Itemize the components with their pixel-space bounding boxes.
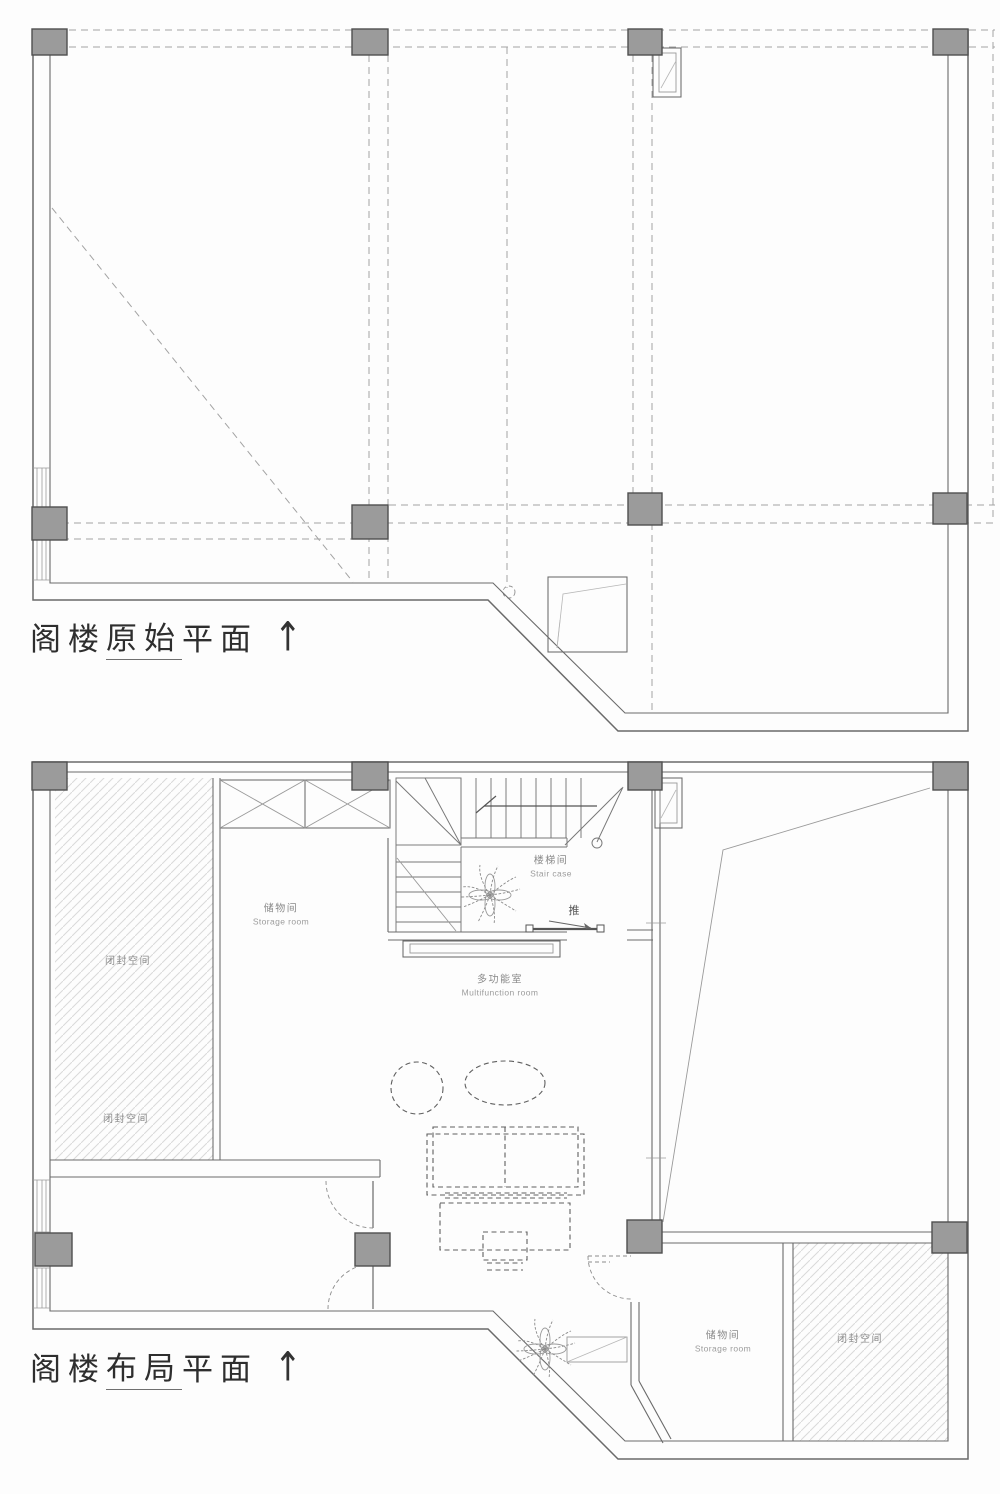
room-label-storage-top: 储物间 Storage room [253, 903, 309, 926]
plant-bottom [514, 1318, 576, 1379]
north-arrow-icon: ↑ [274, 612, 302, 661]
room-label-text-en: Stair case [530, 867, 572, 878]
left-wall-window-lower [33, 1267, 50, 1309]
sofa [426, 1126, 585, 1199]
room-label-sealed-upper: 闭封空间 [105, 956, 151, 969]
coffee-table [482, 1231, 528, 1271]
original-plan-title: 阁楼原始平面 ↑ [30, 612, 302, 661]
room-label-sealed-lower: 闭封空间 [103, 1114, 149, 1127]
room-label-text-en: Storage room [252, 915, 310, 926]
sealed-space-hatch-left [55, 778, 213, 1160]
pouf-oval [464, 1060, 546, 1106]
layout-plan-title: 阁楼布局平面 ↑ [30, 1342, 302, 1391]
room-label-multifunction: 多功能室 Multifunction room [462, 974, 539, 997]
room-label-text: 楼梯间 [533, 855, 569, 867]
room-label-text-en: Storage room [694, 1342, 752, 1353]
desk-bottom [566, 1336, 628, 1363]
sliding-door [525, 920, 605, 933]
skylight-opening [547, 576, 628, 653]
title-prefix: 阁楼 [30, 1352, 106, 1387]
original-plan-grid [33, 29, 995, 713]
room-label-staircase: 楼梯间 Stair case [530, 855, 572, 878]
title-emphasis: 布局 [106, 1343, 182, 1390]
left-wall-window-upper [33, 1179, 50, 1233]
room-label-text: 储物间 [705, 1330, 741, 1342]
title-suffix: 平面 [182, 622, 258, 657]
plant-stairwell [459, 864, 521, 925]
layout-plan-columns [31, 761, 969, 1267]
furniture-dashed [390, 1060, 585, 1271]
room-label-sealed-bottom: 闭封空间 [837, 1334, 883, 1347]
title-emphasis: 原始 [106, 613, 182, 660]
swing-door-bottom-right [587, 1255, 632, 1300]
room-label-storage-bottom: 储物间 Storage room [695, 1330, 751, 1353]
double-swing-doors-left [325, 1180, 374, 1310]
pouf-round [390, 1061, 444, 1115]
staircase [387, 777, 624, 958]
original-plan-columns [31, 28, 969, 541]
title-prefix: 阁楼 [30, 622, 106, 657]
room-label-text-en: Multifunction room [461, 986, 539, 997]
title-suffix: 平面 [182, 1352, 258, 1387]
room-label-text: 闭封空间 [837, 1333, 883, 1345]
rug [439, 1202, 571, 1251]
roof-window [652, 47, 682, 98]
north-arrow-icon: ↑ [274, 1342, 302, 1391]
ceiling-slope-line [662, 787, 931, 1223]
roof-slope-dashed-line [51, 207, 354, 583]
room-label-text: 闭封空间 [103, 1113, 149, 1125]
layout-plan [31, 761, 969, 1460]
sealed-space-hatch-bottom [793, 1243, 948, 1441]
room-label-text: 储物间 [263, 903, 299, 915]
roof-window [654, 777, 683, 829]
original-plan [31, 28, 995, 732]
room-label-text: 多功能室 [477, 974, 523, 986]
door-push-label: 推 [568, 905, 580, 917]
room-label-text: 闭封空间 [105, 955, 151, 967]
